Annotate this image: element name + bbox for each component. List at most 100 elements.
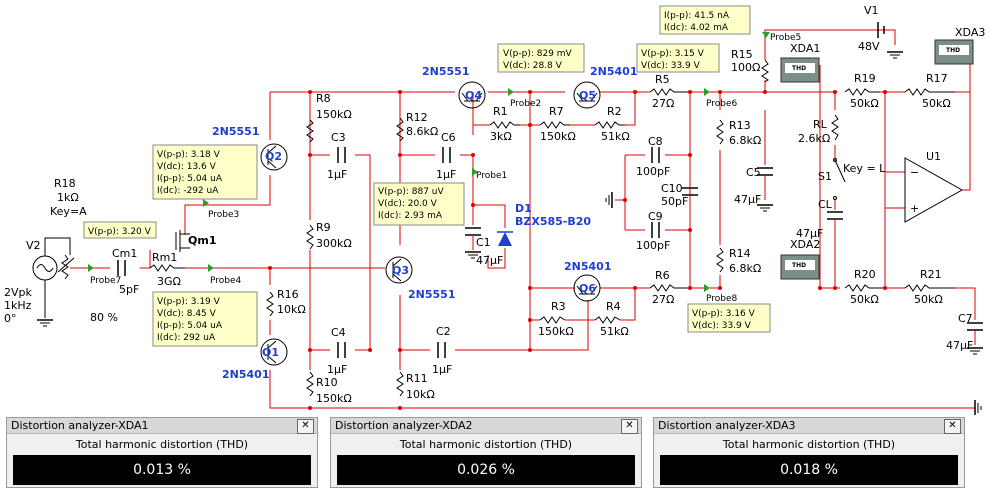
svg-text:1µF: 1µF [436,168,456,181]
svg-text:47µF: 47µF [476,254,503,267]
panel-title[interactable]: Distortion analyzer-XDA2 [331,418,641,434]
svg-text:80 %: 80 % [90,311,118,324]
close-icon[interactable]: ✕ [621,419,638,434]
svg-text:V(dc): 8.45 V: V(dc): 8.45 V [157,309,217,319]
svg-text:V(p-p): 3.20 V: V(p-p): 3.20 V [88,227,152,237]
svg-text:BZX585-B20: BZX585-B20 [515,215,591,228]
panel-subtitle: Total harmonic distortion (THD) [722,438,896,451]
svg-text:R13: R13 [729,119,751,132]
probe8-readout: V(p-p): 3.16 V V(dc): 33.9 V Probe8 [687,294,771,333]
svg-text:V(dc): 33.9 V: V(dc): 33.9 V [692,321,752,331]
svg-text:1µF: 1µF [432,363,452,376]
svg-text:V(p-p): 829 mV: V(p-p): 829 mV [503,49,573,59]
svg-text:47µF: 47µF [734,193,761,206]
svg-text:I(dc): 292 uA: I(dc): 292 uA [157,333,216,343]
svg-text:2N5401: 2N5401 [590,65,637,78]
resistor-symbols [149,59,955,397]
svg-text:Q6: Q6 [579,282,596,295]
svg-text:2.6kΩ: 2.6kΩ [798,132,830,145]
svg-text:150kΩ: 150kΩ [316,108,352,121]
thd-readout: 0.026 % [337,455,635,485]
analyzer-icon-xda2: THD [780,254,820,280]
svg-text:R20: R20 [854,268,876,281]
svg-text:XDA2: XDA2 [790,238,820,251]
close-icon[interactable]: ✕ [944,419,961,434]
svg-text:2N5551: 2N5551 [212,125,259,138]
svg-text:V(dc): 20.0 V: V(dc): 20.0 V [378,199,438,209]
svg-text:I(p-p): 41.5 nA: I(p-p): 41.5 nA [664,11,730,21]
svg-text:C8: C8 [648,135,663,148]
svg-text:R11: R11 [406,372,428,385]
svg-text:I(dc): 4.02 mA: I(dc): 4.02 mA [664,23,729,33]
svg-text:V(dc): 13.6 V: V(dc): 13.6 V [157,162,217,172]
svg-text:Key=A: Key=A [50,205,87,218]
svg-text:I(p-p): 5.04 uA: I(p-p): 5.04 uA [157,174,223,184]
panel-title[interactable]: Distortion analyzer-XDA1 [7,418,317,434]
svg-text:Probe3: Probe3 [208,210,239,220]
svg-text:V(p-p): 3.15 V: V(p-p): 3.15 V [641,49,705,59]
svg-text:27Ω: 27Ω [652,97,674,110]
svg-text:R14: R14 [729,247,751,260]
svg-text:R19: R19 [854,72,876,85]
svg-text:1µF: 1µF [327,168,347,181]
svg-text:2N5401: 2N5401 [564,260,611,273]
svg-text:51kΩ: 51kΩ [601,130,630,143]
svg-text:R12: R12 [406,111,428,124]
svg-text:R3: R3 [551,300,566,313]
svg-text:10kΩ: 10kΩ [406,388,435,401]
svg-text:50kΩ: 50kΩ [850,97,879,110]
svg-text:Probe5: Probe5 [770,33,801,43]
wiring [70,29,976,409]
svg-text:150kΩ: 150kΩ [540,130,576,143]
svg-text:0°: 0° [4,312,17,325]
svg-text:V(p-p): 887 uV: V(p-p): 887 uV [378,187,444,197]
svg-text:+: + [910,202,919,215]
svg-text:C2: C2 [436,325,451,338]
svg-text:Q3: Q3 [392,264,409,277]
svg-text:CL: CL [818,198,833,211]
svg-text:300kΩ: 300kΩ [316,237,352,250]
panel-subtitle: Total harmonic distortion (THD) [75,438,249,451]
svg-text:R5: R5 [655,73,670,86]
distortion-analyzer-panel-xda3[interactable]: Distortion analyzer-XDA3 ✕ Total harmoni… [653,417,965,488]
svg-text:V1: V1 [864,4,879,17]
svg-text:C3: C3 [331,131,346,144]
svg-text:V(p-p): 3.19 V: V(p-p): 3.19 V [157,297,221,307]
svg-text:Key = L: Key = L [843,162,886,175]
svg-text:1kHz: 1kHz [4,299,32,312]
svg-text:R8: R8 [316,92,331,105]
svg-text:2N5551: 2N5551 [408,288,455,301]
svg-text:C7: C7 [958,312,973,325]
svg-text:27Ω: 27Ω [652,293,674,306]
svg-text:I(dc): 2.93 mA: I(dc): 2.93 mA [378,211,443,221]
probe6-readout: V(p-p): 3.15 V V(dc): 33.9 V Probe6 [636,43,738,109]
svg-text:R9: R9 [316,221,331,234]
svg-text:R1: R1 [493,105,508,118]
svg-text:50pF: 50pF [661,195,688,208]
probe-markers [88,32,770,292]
svg-text:R21: R21 [920,268,942,281]
svg-text:48V: 48V [858,40,880,53]
svg-text:THD: THD [792,262,806,269]
close-icon[interactable]: ✕ [297,419,314,434]
probe2-readout: V(p-p): 829 mV V(dc): 28.8 V Probe2 [497,43,585,109]
analyzer-icon-xda3: THD [934,39,974,65]
svg-text:−: − [910,166,919,179]
svg-text:Probe7: Probe7 [90,276,121,286]
svg-text:100pF: 100pF [636,239,670,252]
svg-text:47µF: 47µF [946,339,973,352]
analyzer-icon-xda1: THD [780,57,820,83]
svg-text:Q5: Q5 [579,89,596,102]
svg-text:D1: D1 [515,202,532,215]
ac-source-icon [32,237,71,318]
svg-text:R15: R15 [731,48,753,61]
probe7-readout: V(p-p): 3.20 V Probe7 [83,221,157,286]
svg-text:S1: S1 [818,170,832,183]
svg-text:150kΩ: 150kΩ [538,325,574,338]
svg-text:C5: C5 [746,166,761,179]
svg-text:5pF: 5pF [119,283,139,296]
distortion-analyzer-panel-xda1[interactable]: Distortion analyzer-XDA1 ✕ Total harmoni… [6,417,318,488]
distortion-analyzer-panel-xda2[interactable]: Distortion analyzer-XDA2 ✕ Total harmoni… [330,417,642,488]
panel-title[interactable]: Distortion analyzer-XDA3 [654,418,964,434]
